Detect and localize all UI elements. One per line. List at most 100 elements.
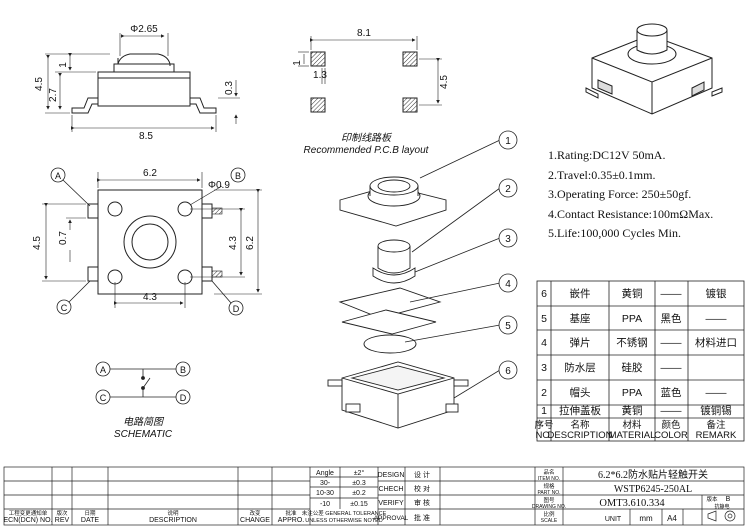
appro-label-en: APPRO. <box>278 517 305 524</box>
spec-force: 3.Operating Force: 250±50gf. <box>548 187 692 201</box>
bom-no: 1 <box>541 405 547 417</box>
tol-label: 未注公差 GENERAL TOLERANCE <box>302 509 387 517</box>
bom-header-mat-cn: 材料 <box>622 419 642 431</box>
tol-label-2: UNLESS OTHERWISE NOTED <box>305 518 383 524</box>
bottom-view <box>42 172 262 308</box>
design-label-en: DESIGN <box>378 472 405 479</box>
tol-val-1: ±0.3 <box>352 480 366 487</box>
bom-header-desc-cn: 名称 <box>570 419 590 431</box>
bom-header-color-en: COLOR <box>654 430 688 441</box>
tol-range-1: 30- <box>320 480 331 487</box>
change-label-cn: 改变 <box>249 509 261 517</box>
pcb-dim-pad: 1 <box>292 60 303 66</box>
pcb-dim-gap: 1.3 <box>313 70 327 81</box>
title-block-text: 工程变更通知单 ECN(DCN) NO. 版次 REV 日期 DATE 说明 D… <box>4 468 731 524</box>
bom-color: 黑色 <box>661 312 682 325</box>
bom-desc: 帽头 <box>570 386 591 399</box>
bom-desc: 防水层 <box>564 361 596 374</box>
scale-label-cn: 比例 <box>543 510 555 518</box>
date-label-en: DATE <box>81 517 99 524</box>
bom-desc: 嵌件 <box>570 288 591 300</box>
tol-val-3: ±0.15 <box>350 501 368 508</box>
part-no-value: WSTP6245-250AL <box>614 484 692 495</box>
bv-dim-holes-h: 4.3 <box>143 292 157 303</box>
tol-angle-val: ±2° <box>354 469 365 477</box>
bom-mat: PPA <box>622 313 642 325</box>
name-label-cn: 品名 <box>543 468 554 476</box>
desc-label-cn: 说明 <box>167 509 179 517</box>
callout-4: 4 <box>505 279 511 290</box>
bom-mat: 硅胶 <box>622 361 643 374</box>
paper-size-value: A4 <box>667 514 677 523</box>
bv-dim-width: 6.2 <box>143 168 157 179</box>
pcb-dim-height: 4.5 <box>439 75 450 89</box>
pin-label-c: C <box>61 303 68 313</box>
bom-mat: 黄铜 <box>622 287 643 300</box>
approval-label-en: APPROVAL <box>374 515 409 522</box>
pad-br <box>402 97 418 113</box>
ecn-label-en: ECN(DCN) NO. <box>4 517 53 524</box>
tol-range-2: 10-30 <box>316 490 334 497</box>
callout-3: 3 <box>505 234 511 245</box>
bom-no: 6 <box>541 288 547 300</box>
pcb-layout <box>298 36 442 113</box>
bom-color: —— <box>661 362 683 374</box>
bv-dim-pitch: 4.5 <box>32 236 43 250</box>
dim-width: 8.5 <box>139 131 153 142</box>
schematic <box>95 361 191 405</box>
tol-range-3: -10 <box>320 501 330 508</box>
callout-1: 1 <box>505 136 511 147</box>
sch-label-b: B <box>180 365 186 375</box>
projection-symbol-icon <box>707 510 736 522</box>
dim-lead-thickness: 0.3 <box>224 81 235 95</box>
bv-dim-lead: 0.7 <box>58 231 69 245</box>
spec-label-cn: 规格 <box>543 482 555 490</box>
drawing-label-cn: 图号 <box>543 496 555 504</box>
desc-label-en: DESCRIPTION <box>149 517 197 524</box>
pin-label-d: D <box>233 304 240 314</box>
verify-label-cn: 审 核 <box>414 498 430 507</box>
callout-bubbles <box>404 130 518 399</box>
date-label-cn: 日期 <box>84 510 96 517</box>
bom-header-no-en: NO. <box>536 430 553 441</box>
isometric-view <box>585 23 723 115</box>
design-label-cn: 设 计 <box>414 470 430 479</box>
bom-mat: 黄铜 <box>622 404 643 417</box>
dim-cap-height: 1 <box>58 62 69 68</box>
bom-header-remark-en: REMARK <box>696 430 737 441</box>
bom-header-color-cn: 颜色 <box>661 419 681 431</box>
spec-life: 5.Life:100,000 Cycles Min. <box>548 226 681 240</box>
exploded-view <box>327 176 469 429</box>
bom-mat: 不锈钢 <box>616 336 648 349</box>
bv-dim-height: 6.2 <box>245 236 256 250</box>
bom-header-no-cn: 序号 <box>534 419 553 431</box>
version-label: 版本 <box>706 495 718 503</box>
bom-no: 3 <box>541 362 547 374</box>
pcb-title-en: Recommended P.C.B layout <box>304 145 430 156</box>
verify-label-en: VERIFY <box>378 500 404 507</box>
bom-mat: PPA <box>622 387 642 399</box>
scale-label-en: SCALE <box>541 518 558 524</box>
pin-label-a: A <box>55 171 61 181</box>
pad-tl <box>310 51 326 67</box>
spec-travel: 2.Travel:0.35±0.1mm. <box>548 167 656 182</box>
bom-color: —— <box>661 405 683 417</box>
dim-cap-dia: Φ2.65 <box>130 24 158 35</box>
drawing-no-value: OMT3.610.334 <box>599 498 665 509</box>
spec-rating: 1.Rating:DC12V 50mA. <box>548 148 666 162</box>
bv-dim-holes-v: 4.3 <box>228 236 239 250</box>
bom-desc: 基座 <box>570 312 591 325</box>
spec-list: 1.Rating:DC12V 50mA. 2.Travel:0.35±0.1mm… <box>548 146 713 244</box>
rev-label-en: REV <box>55 517 70 524</box>
bom-rows: 6 嵌件 黄铜 —— 镀银 5 基座 PPA 黑色 —— 4 弹片 不锈钢 ——… <box>541 287 737 417</box>
drawing-label-en: DRAWING NO. <box>532 504 566 510</box>
unit-value: mm <box>639 514 653 523</box>
pad-tr <box>402 51 418 67</box>
schematic-title-en: SCHEMATIC <box>114 429 173 440</box>
bom-no: 4 <box>541 337 547 349</box>
tol-angle-label: Angle <box>316 470 334 477</box>
dim-body-height: 2.7 <box>48 88 59 102</box>
callout-5: 5 <box>505 321 511 332</box>
sch-label-c: C <box>100 393 107 403</box>
